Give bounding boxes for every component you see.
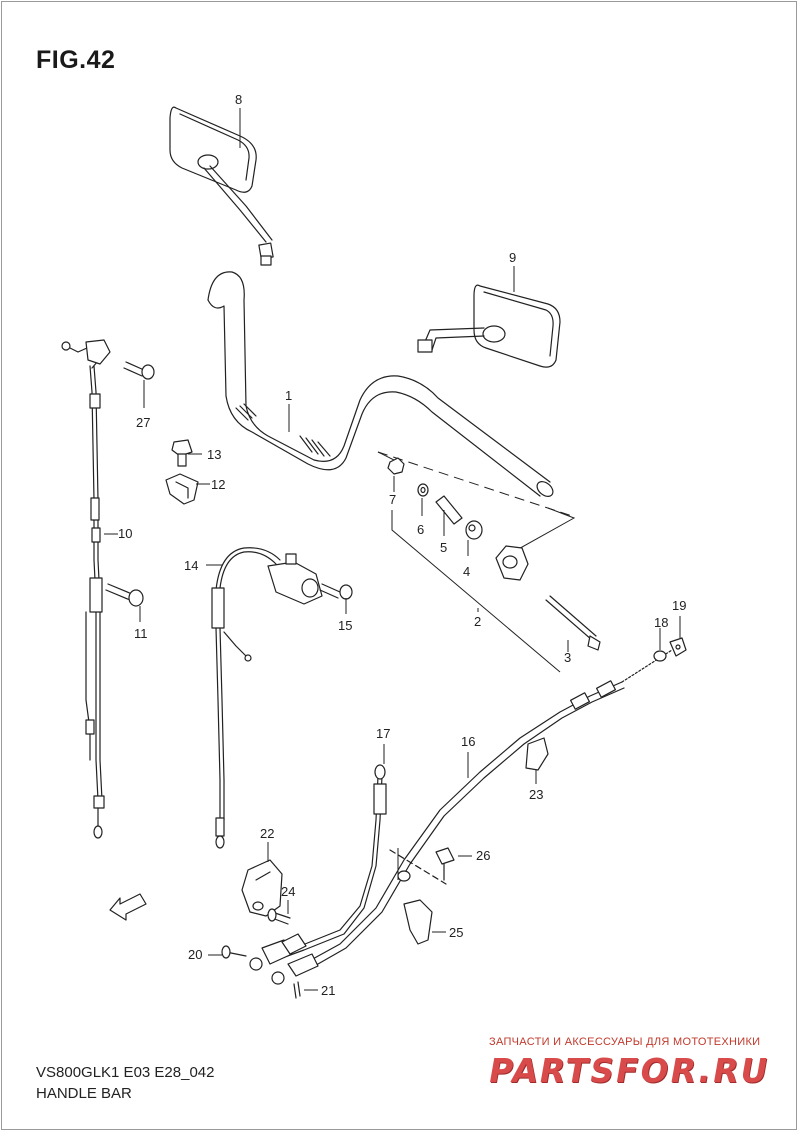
- watermark-logo: PARTSFOR.RU: [485, 1051, 773, 1090]
- pin-20[interactable]: [221, 945, 247, 959]
- clamp-12[interactable]: [165, 473, 199, 505]
- callout-12: 12: [211, 477, 225, 492]
- mirror-right[interactable]: [417, 284, 561, 368]
- callout-13: 13: [207, 447, 221, 462]
- section-name: HANDLE BAR: [36, 1085, 132, 1102]
- callout-11: 11: [134, 626, 148, 641]
- callout-21: 21: [321, 983, 335, 998]
- bolt-26[interactable]: [435, 847, 455, 881]
- callout-14: 14: [184, 558, 198, 573]
- callout-18: 18: [654, 615, 668, 630]
- callout-9: 9: [509, 250, 516, 265]
- bolt-11[interactable]: [105, 583, 144, 607]
- mirror-left[interactable]: [169, 106, 274, 266]
- throttle-cable-17[interactable]: [277, 764, 387, 959]
- bracket-25[interactable]: [389, 848, 447, 945]
- screw-24[interactable]: [267, 908, 291, 925]
- figure-title: FIG.42: [36, 46, 116, 74]
- switch-wire[interactable]: [211, 547, 323, 849]
- callout-4: 4: [463, 564, 470, 579]
- callout-15: 15: [338, 618, 352, 633]
- callout-16: 16: [461, 734, 475, 749]
- callout-3: 3: [564, 650, 571, 665]
- callout-26: 26: [476, 848, 490, 863]
- callout-25: 25: [449, 925, 463, 940]
- bolt-13[interactable]: [171, 439, 193, 467]
- callout-7: 7: [389, 492, 396, 507]
- clutch-cable[interactable]: [61, 339, 111, 839]
- holder-set[interactable]: [377, 451, 601, 673]
- callout-27: 27: [136, 415, 150, 430]
- cable-end-18[interactable]: [653, 650, 667, 662]
- screw-15[interactable]: [319, 583, 353, 600]
- clip-21[interactable]: [293, 981, 301, 999]
- callout-6: 6: [417, 522, 424, 537]
- callout-24: 24: [281, 884, 295, 899]
- cover-22[interactable]: [241, 859, 283, 917]
- model-code: VS800GLK1 E03 E28_042: [36, 1064, 215, 1081]
- screw-27[interactable]: [123, 361, 155, 380]
- callout-1: 1: [285, 388, 292, 403]
- cable-ends[interactable]: [249, 933, 319, 985]
- callout-20: 20: [188, 947, 202, 962]
- watermark-tagline: ЗАПЧАСТИ И АКСЕССУАРЫ ДЛЯ МОТОТЕХНИКИ: [489, 1036, 761, 1048]
- callout-5: 5: [440, 540, 447, 555]
- leader-lines: [104, 108, 681, 991]
- callout-2: 2: [474, 614, 481, 629]
- handlebar[interactable]: [207, 271, 556, 500]
- callout-8: 8: [235, 92, 242, 107]
- callout-19: 19: [672, 598, 686, 613]
- bracket-23[interactable]: [525, 737, 549, 771]
- callout-22: 22: [260, 826, 274, 841]
- cable-end-19[interactable]: [669, 637, 687, 657]
- callout-17: 17: [376, 726, 390, 741]
- callout-23: 23: [529, 787, 543, 802]
- callout-10: 10: [118, 526, 132, 541]
- throttle-cable-16[interactable]: [299, 649, 673, 973]
- fwd-arrow: FWD: [109, 893, 147, 921]
